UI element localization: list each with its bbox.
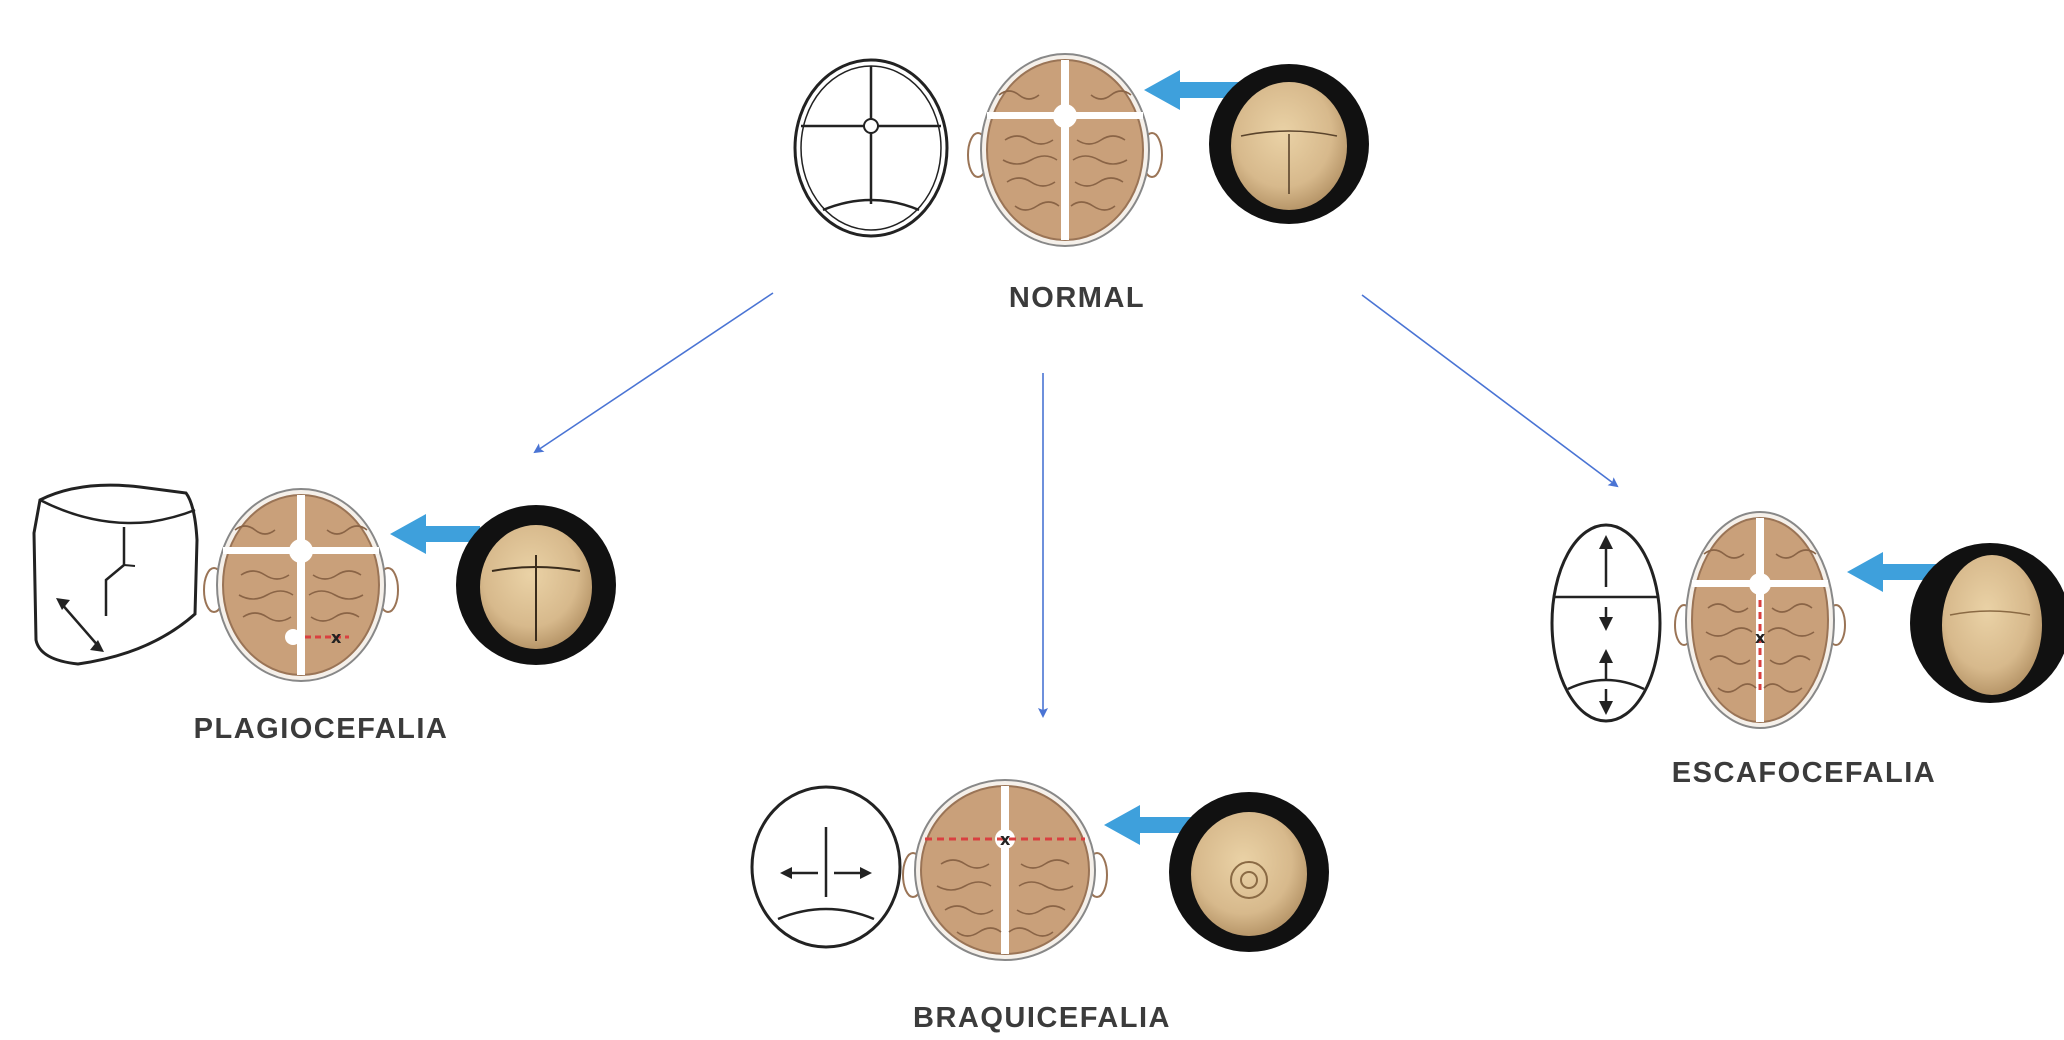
brain-top-view-icon: x [1675, 512, 1845, 728]
infant-skull-photo-icon [456, 505, 616, 665]
label-normal: NORMAL [1009, 282, 1145, 315]
infant-skull-photo-icon [1209, 64, 1369, 224]
skull-top-view-outline-icon [795, 60, 947, 236]
skull-oblique-outline-icon [34, 485, 197, 664]
plagiocephaly-group: x [34, 485, 616, 681]
svg-text:x: x [1000, 830, 1011, 849]
label-plagiocephaly: PLAGIOCEFALIA [194, 713, 449, 746]
svg-text:x: x [331, 628, 342, 647]
skull-top-view-outline-icon [752, 787, 900, 947]
connector-arrows [535, 293, 1617, 716]
infant-skull-photo-icon [1169, 792, 1329, 952]
connector-arrow-to-plagiocephaly [535, 293, 773, 452]
label-scaphocephaly: ESCAFOCEFALIA [1672, 757, 1936, 790]
connector-arrow-to-scaphocephaly [1362, 295, 1617, 486]
skull-top-view-outline-icon [1552, 525, 1660, 721]
brain-top-view-icon [968, 54, 1162, 246]
brain-top-view-icon: x [903, 780, 1107, 960]
infant-skull-photo-icon [1910, 543, 2064, 703]
label-brachycephaly: BRAQUICEFALIA [913, 1002, 1171, 1035]
brachycephaly-group: x [752, 780, 1329, 960]
scaphocephaly-group: x [1552, 512, 2064, 728]
svg-text:x: x [1755, 628, 1766, 647]
brain-top-view-icon: x [204, 489, 398, 681]
normal-group [795, 54, 1369, 246]
